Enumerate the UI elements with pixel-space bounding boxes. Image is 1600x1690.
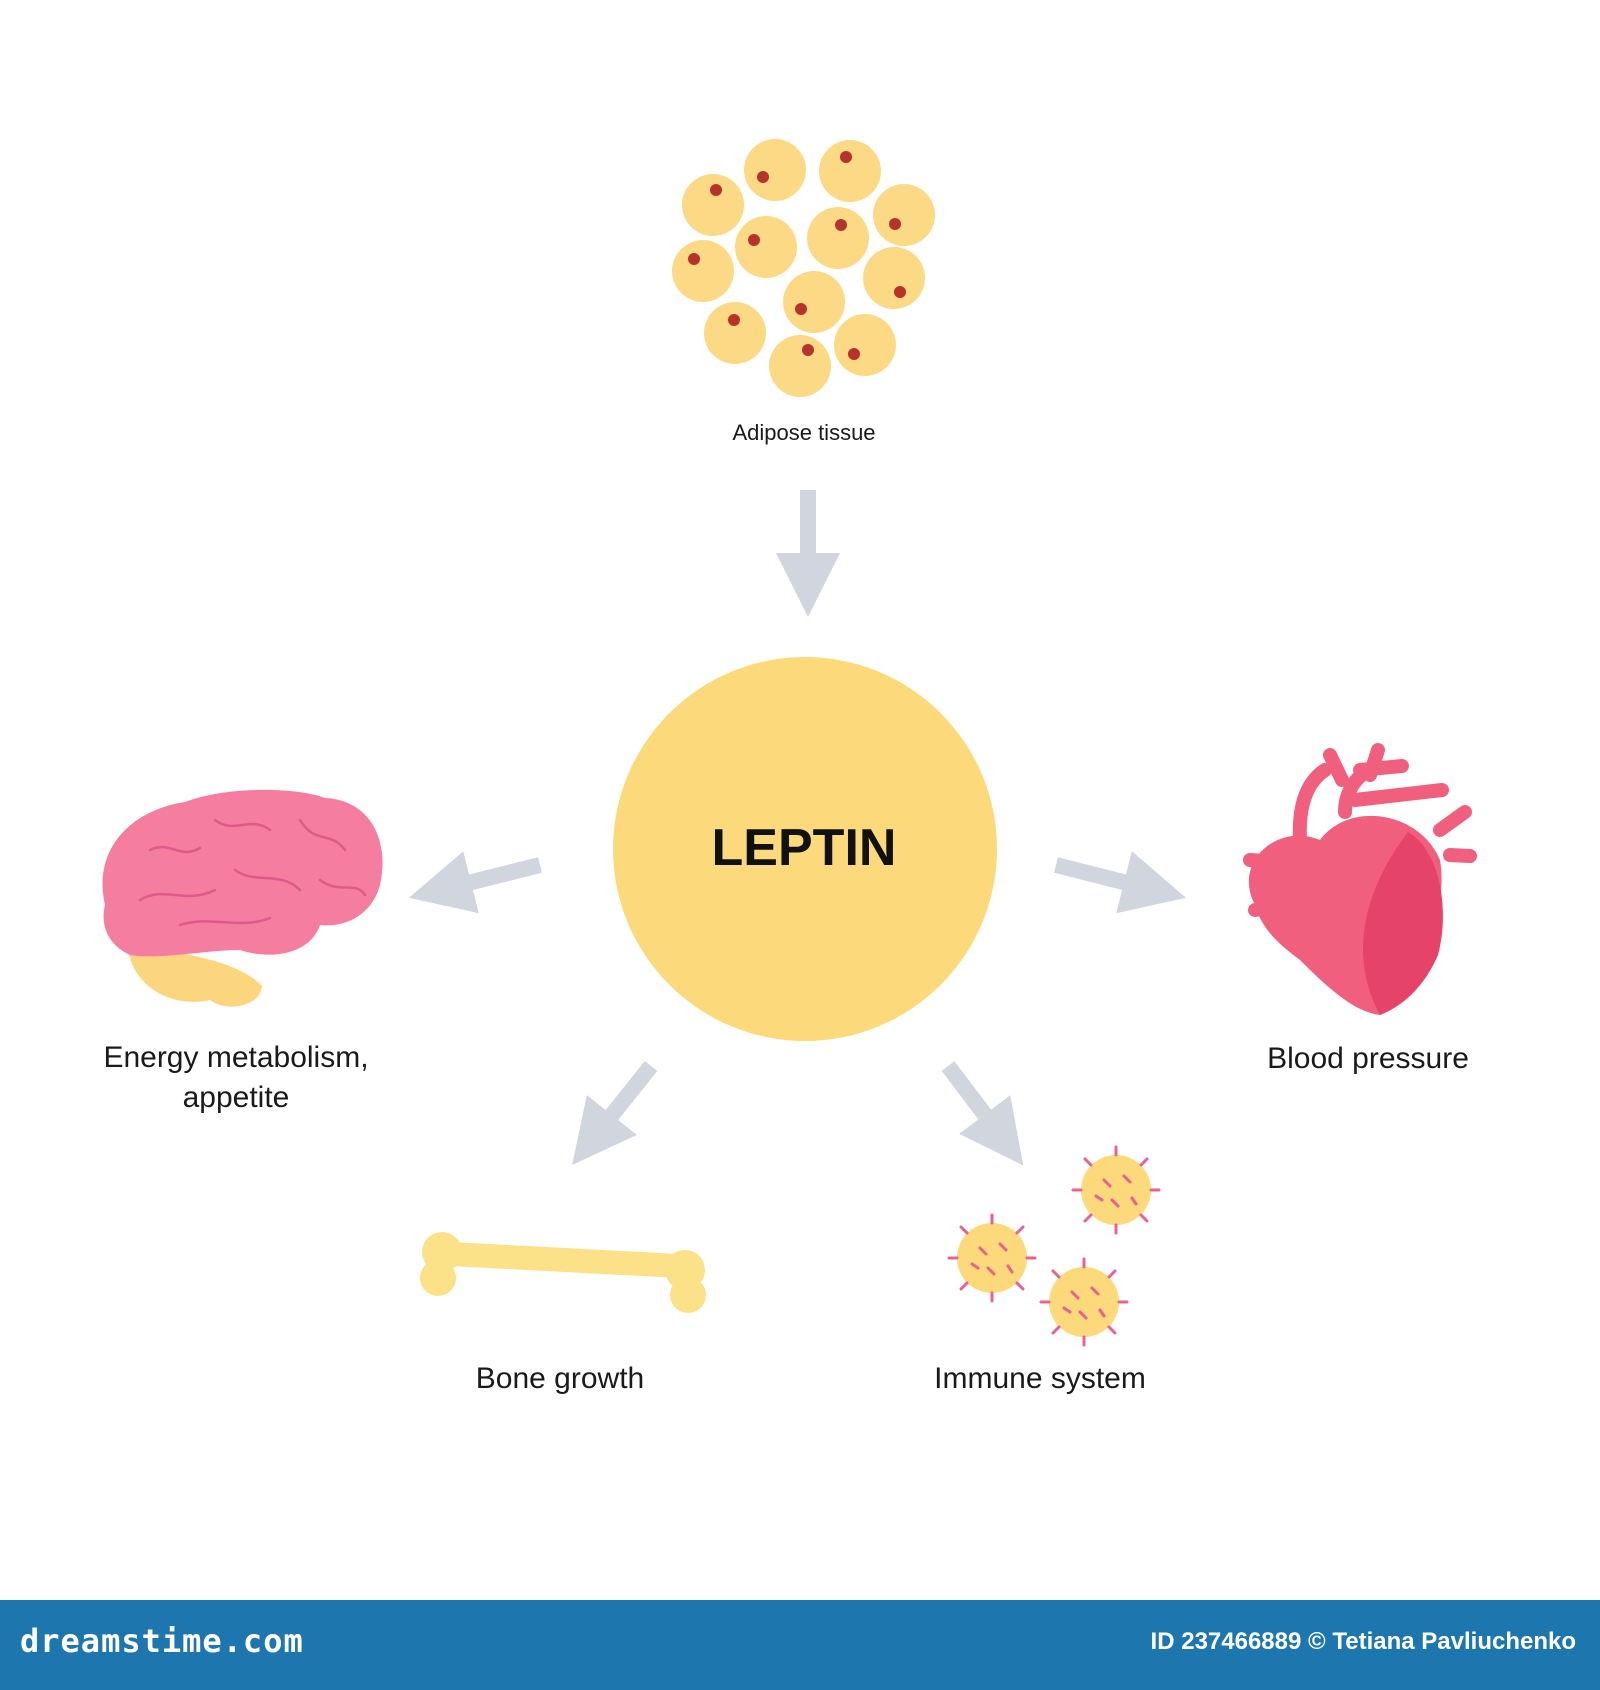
leptin-circle bbox=[613, 657, 997, 1041]
leptin-diagram bbox=[102, 139, 1477, 1347]
immune-cells-icon bbox=[947, 1145, 1161, 1347]
brain-icon bbox=[102, 789, 383, 1007]
fat-cells-icon bbox=[672, 139, 935, 397]
blood-pressure-label: Blood pressure bbox=[1267, 1042, 1469, 1075]
energy-label-line1: Energy metabolism, bbox=[103, 1041, 369, 1074]
energy-metabolism-label: Energy metabolism, appetite bbox=[56, 1038, 416, 1118]
leptin-title: LEPTIN bbox=[711, 819, 897, 877]
arrow-leptin-to-heart bbox=[1054, 851, 1187, 914]
immune-cell bbox=[1039, 1257, 1129, 1347]
bone-growth-label: Bone growth bbox=[475, 1362, 645, 1395]
footer-brand[interactable]: dreamstime.com bbox=[20, 1622, 304, 1660]
footer-credit: ID 237466889 © Tetiana Pavliuchenko bbox=[1150, 1628, 1576, 1655]
immune-cell bbox=[947, 1213, 1037, 1303]
adipose-tissue-label: Adipose tissue bbox=[732, 420, 876, 445]
footer-bar: dreamstime.com ID 237466889 © Tetiana Pa… bbox=[0, 1600, 1600, 1690]
arrow-leptin-to-brain bbox=[408, 851, 542, 914]
arrow-leptin-to-bone bbox=[572, 1061, 658, 1166]
bone-icon bbox=[420, 1232, 706, 1313]
energy-label-line2: appetite bbox=[182, 1081, 290, 1114]
immune-system-label: Immune system bbox=[934, 1362, 1146, 1395]
heart-icon bbox=[1243, 743, 1477, 1015]
arrows bbox=[408, 490, 1187, 1166]
fat-cell-nuclei bbox=[688, 151, 906, 360]
immune-cell bbox=[1071, 1145, 1161, 1235]
arrow-leptin-to-immune bbox=[941, 1061, 1024, 1166]
